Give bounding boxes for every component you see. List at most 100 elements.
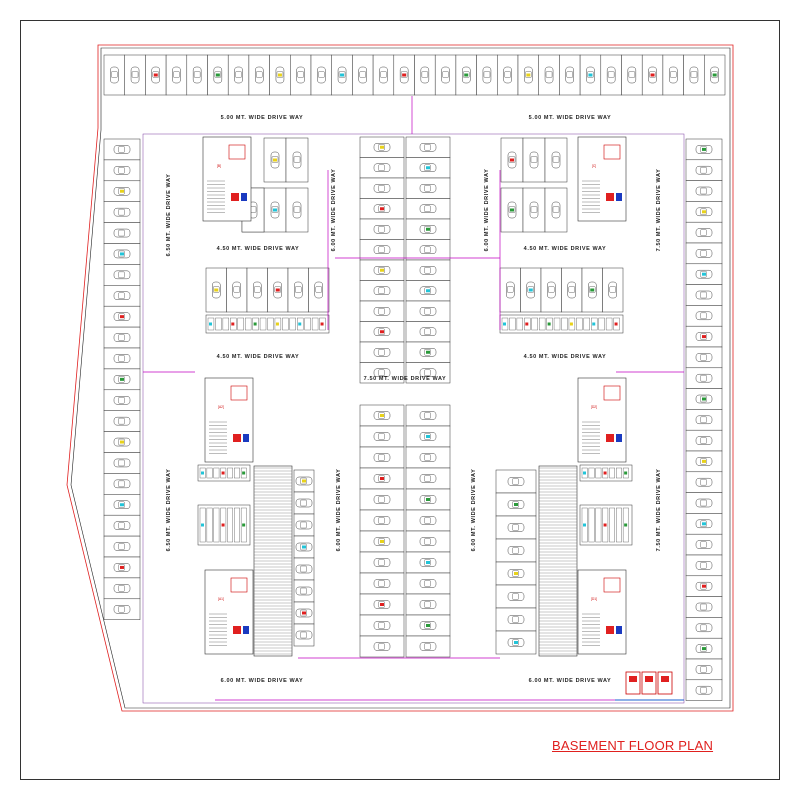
parking-stall: [685, 388, 723, 410]
staircase-icon: [209, 421, 227, 454]
parking-stall: [405, 530, 451, 553]
car-icon: [419, 143, 437, 152]
lift-icon: [230, 385, 248, 401]
car-icon: [373, 184, 391, 193]
car-icon: [695, 498, 713, 508]
parking-stall: [293, 579, 315, 603]
parking-stall: [685, 201, 723, 223]
parking-stall: [359, 157, 405, 179]
car-icon: [695, 249, 713, 258]
core-label: [A1]: [218, 597, 224, 601]
parking-stall: [352, 54, 374, 96]
car-icon: [695, 540, 713, 549]
parking-stall: [685, 596, 723, 618]
car-icon: [295, 498, 313, 508]
car-icon: [419, 184, 437, 193]
driveway-label-mid-right-2: 4.50 MT. WIDE DRIVE WAY: [524, 354, 607, 360]
driveway-label-right-upper: 7.50 MT. WIDE DRIVE WAY: [656, 169, 662, 252]
car-icon: [419, 307, 437, 316]
parking-stall: [405, 136, 451, 158]
parking-stall: [685, 138, 723, 161]
driveway-label-center-right-lower: 6.00 MT. WIDE DRIVE WAY: [471, 469, 477, 552]
car-icon: [695, 561, 713, 570]
car-icon: [373, 432, 391, 441]
ramp-icon: [254, 467, 292, 655]
car-icon: [419, 474, 437, 483]
parking-stall: [359, 467, 405, 490]
car-icon: [373, 495, 391, 504]
car-icon: [373, 621, 391, 630]
parking-stall: [293, 491, 315, 515]
lift-icon: [603, 385, 621, 401]
driveway-label-top-left: 5.00 MT. WIDE DRIVE WAY: [221, 115, 304, 121]
parking-stall: [103, 452, 141, 474]
parking-stall: [359, 177, 405, 199]
core-label: [B]: [217, 164, 221, 168]
car-icon: [695, 623, 713, 633]
car-icon: [627, 66, 637, 84]
core-d2: [D2]: [577, 377, 627, 463]
car-icon: [110, 66, 119, 84]
car-icon: [373, 245, 391, 254]
car-icon: [373, 286, 391, 295]
parking-stall: [685, 180, 723, 202]
car-icon: [419, 579, 437, 588]
two-wheeler-strip: [499, 314, 624, 334]
parking-stall: [495, 561, 537, 586]
parking-stall: [103, 138, 141, 161]
parking-stall: [405, 593, 451, 616]
car-icon: [253, 281, 262, 299]
parking-stall: [685, 554, 723, 577]
two-wheeler-strip: [197, 464, 251, 482]
parking-stall: [308, 267, 330, 313]
car-icon: [113, 354, 131, 363]
car-icon: [295, 520, 313, 530]
parking-stall: [103, 494, 141, 516]
car-icon: [419, 516, 437, 525]
parking-stall: [227, 54, 250, 96]
car-icon: [689, 66, 699, 84]
car-icon: [373, 225, 391, 234]
ramp-icon: [539, 467, 577, 655]
parking-stall: [538, 54, 560, 96]
parking-stall: [359, 259, 405, 281]
parking-stall: [267, 267, 289, 313]
car-icon: [507, 477, 525, 486]
car-icon: [695, 290, 713, 300]
parking-stall: [405, 198, 451, 220]
parking-stall: [517, 54, 539, 96]
car-icon: [567, 281, 576, 299]
parking-stall: [103, 598, 141, 620]
parking-stall: [310, 54, 332, 96]
parking-stall: [103, 389, 141, 411]
car-icon: [113, 584, 131, 593]
parking-stall: [434, 54, 457, 96]
parking-stall: [704, 54, 726, 96]
parking-stall: [103, 410, 141, 432]
parking-stall: [372, 54, 395, 96]
core-label: [D2]: [591, 405, 597, 409]
parking-stall: [405, 551, 451, 574]
car-icon: [529, 151, 539, 169]
car-icon: [419, 600, 437, 609]
parking-stall: [405, 218, 451, 240]
parking-stall: [293, 513, 315, 537]
parking-stall: [685, 492, 723, 514]
lift-icon: [228, 144, 246, 160]
parking-stall: [544, 137, 568, 183]
car-icon: [373, 348, 391, 357]
driveway-label-top-right: 5.00 MT. WIDE DRIVE WAY: [529, 115, 612, 121]
car-icon: [255, 66, 264, 84]
parking-stall: [405, 362, 451, 384]
parking-stall: [186, 54, 208, 96]
parking-stall: [641, 54, 664, 96]
car-icon: [695, 685, 713, 695]
ramp-right: [538, 465, 578, 657]
parking-stall: [359, 136, 405, 158]
parking-stall: [359, 425, 405, 448]
car-icon: [695, 665, 713, 674]
car-icon: [373, 453, 391, 462]
parking-stall: [103, 54, 125, 96]
parking-stall: [683, 54, 705, 96]
car-icon: [606, 66, 616, 84]
